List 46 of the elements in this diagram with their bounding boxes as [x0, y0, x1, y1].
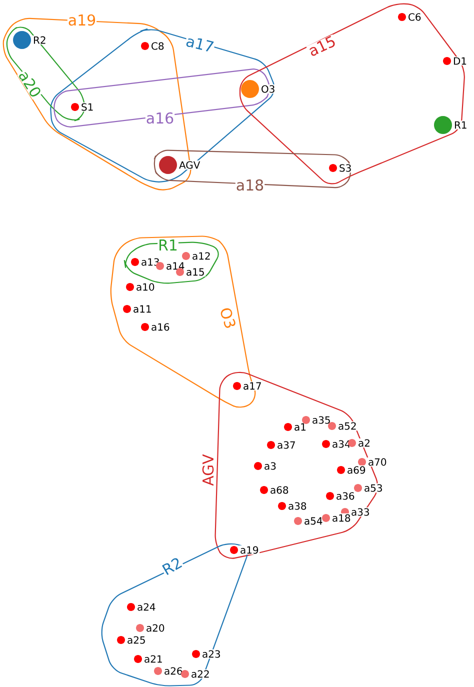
hyperedge-label: a18 — [235, 178, 265, 192]
hyperedge-label: a16 — [145, 112, 175, 124]
node-label: a22 — [192, 670, 209, 678]
node-label: a14 — [166, 262, 184, 270]
node-label: a38 — [288, 502, 306, 510]
node-label: D1 — [454, 57, 466, 65]
hyperedge-label: a15 — [306, 34, 338, 58]
node-label: a23 — [202, 650, 220, 658]
node-label: a25 — [128, 636, 145, 644]
node-label: a20 — [146, 624, 164, 632]
node-label: a15 — [186, 268, 204, 276]
node-label: a33 — [352, 508, 369, 516]
node-label: O3 — [262, 85, 274, 93]
node-label: a19 — [240, 546, 258, 554]
node-label: a68 — [270, 486, 288, 494]
node-label: a69 — [348, 466, 366, 474]
node-label: a35 — [312, 416, 330, 424]
node-label: C8 — [152, 42, 164, 50]
node-label: a36 — [336, 492, 354, 500]
node-label: R1 — [454, 121, 466, 129]
node-label: a12 — [192, 252, 210, 260]
node-label: a53 — [364, 484, 382, 492]
node-label: a3 — [264, 462, 276, 470]
node-label: a16 — [152, 323, 170, 331]
node-label: a37 — [278, 441, 295, 449]
node-label: a17 — [244, 382, 261, 390]
node-label: AGV — [202, 454, 214, 486]
node-label: AGV — [179, 161, 200, 169]
node-label: R2 — [34, 36, 46, 44]
hyperedge-label: a19 — [67, 14, 97, 26]
node-label: a21 — [144, 655, 162, 663]
node-label: a10 — [136, 283, 154, 291]
node-label: a26 — [164, 667, 182, 675]
node-label: C6 — [408, 13, 421, 21]
node-label: S1 — [82, 103, 93, 111]
node-label: a54 — [304, 517, 322, 525]
node-label: a70 — [368, 458, 386, 466]
node-label: S3 — [340, 164, 351, 172]
node-label: a18 — [332, 514, 350, 522]
hyperedge-label: a17 — [184, 34, 216, 54]
node-label: a24 — [138, 603, 156, 611]
hyperedge-label: a20 — [17, 68, 43, 100]
node-label: a2 — [358, 439, 370, 447]
node-label: a11 — [134, 305, 151, 313]
node-label: a52 — [338, 422, 356, 430]
node-label: a1 — [294, 423, 306, 431]
